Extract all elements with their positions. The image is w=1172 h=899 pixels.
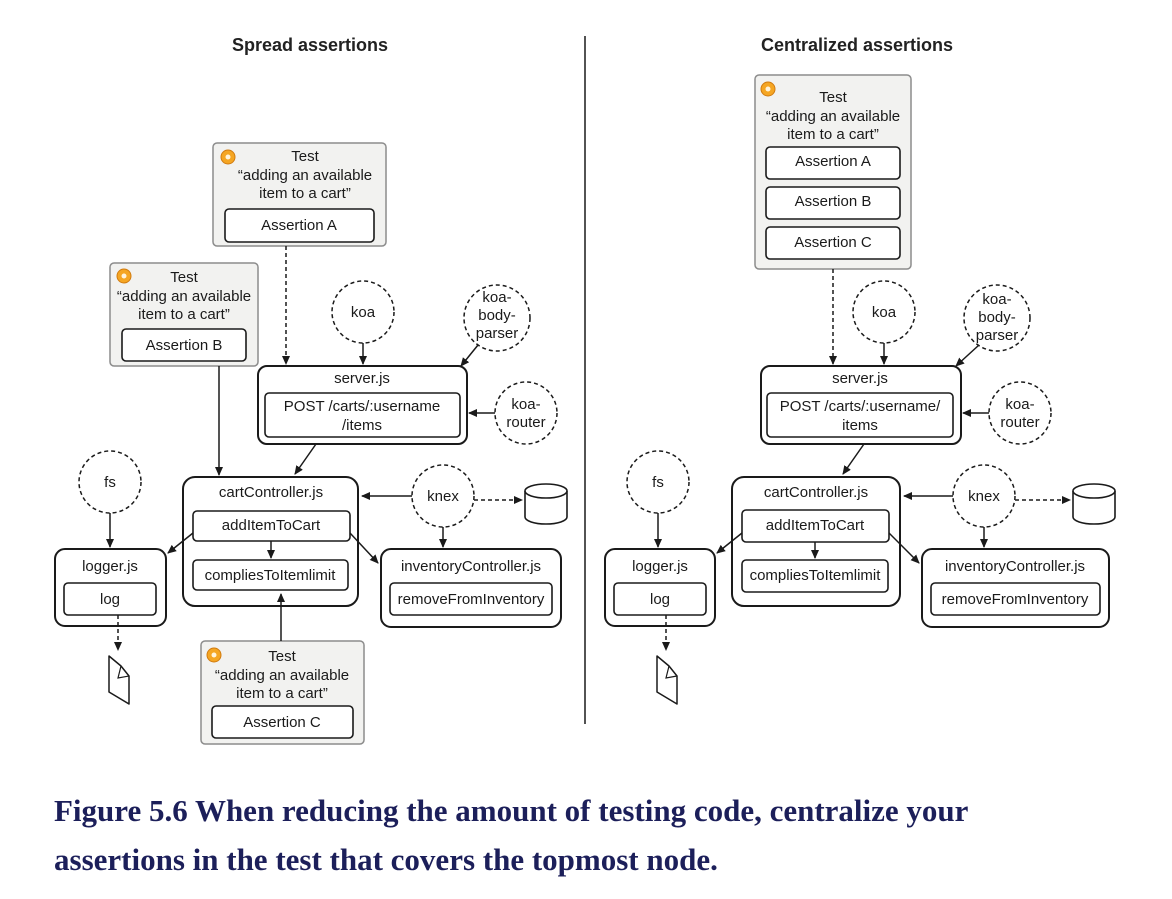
koa-node: koa <box>852 280 916 344</box>
right-edges <box>654 269 1071 651</box>
file-icon <box>656 655 678 705</box>
svg-text:koa-: koa- <box>1005 396 1034 413</box>
svg-text:compliesToItemlimit: compliesToItemlimit <box>205 567 337 584</box>
koa-body-parser-node: koa- body- parser <box>463 284 531 352</box>
assertion-c: Assertion C <box>243 714 321 731</box>
left-title: Spread assertions <box>232 35 388 55</box>
svg-text:router: router <box>506 414 545 431</box>
svg-text:compliesToItemlimit: compliesToItemlimit <box>750 567 882 584</box>
svg-text:koa: koa <box>351 304 376 321</box>
svg-text:POST /carts/:username/: POST /carts/:username/ <box>780 398 941 415</box>
figure-caption: Figure 5.6 When reducing the amount of t… <box>54 786 1134 884</box>
svg-text:item to a cart”: item to a cart” <box>787 126 879 143</box>
svg-text:server.js: server.js <box>334 370 390 387</box>
svg-text:addItemToCart: addItemToCart <box>766 517 865 534</box>
gear-icon <box>206 647 222 663</box>
server-node: server.js POST /carts/:username/ items <box>760 365 962 445</box>
assertion-b: Assertion B <box>146 337 223 354</box>
knex-node: knex <box>411 464 475 528</box>
assertion-b: Assertion B <box>795 193 872 210</box>
svg-text:“adding an available: “adding an available <box>215 667 349 684</box>
database-icon <box>524 483 568 525</box>
fs-node: fs <box>78 450 142 514</box>
svg-text:koa-: koa- <box>482 289 511 306</box>
logger-node: logger.js log <box>54 548 167 627</box>
svg-text:item to a cart”: item to a cart” <box>259 185 351 202</box>
svg-text:POST /carts/:username: POST /carts/:username <box>284 398 440 415</box>
svg-text:removeFromInventory: removeFromInventory <box>398 591 545 608</box>
caption-line-2: assertions in the test that covers the t… <box>54 842 718 877</box>
svg-text:items: items <box>842 417 878 434</box>
test-box-a: Test “adding an available item to a cart… <box>212 142 387 247</box>
svg-text:body-: body- <box>478 307 516 324</box>
koa-body-parser-node: koa- body- parser <box>963 284 1031 352</box>
inventory-controller-node: inventoryController.js removeFromInvento… <box>380 548 562 628</box>
knex-node: knex <box>952 464 1016 528</box>
svg-text:Test: Test <box>170 269 198 286</box>
svg-text:Test: Test <box>268 648 296 665</box>
svg-text:item to a cart”: item to a cart” <box>138 306 230 323</box>
svg-text:/items: /items <box>342 417 382 434</box>
svg-text:koa-: koa- <box>511 396 540 413</box>
svg-text:parser: parser <box>476 325 519 342</box>
file-icon <box>108 655 130 705</box>
database-icon <box>1072 483 1116 525</box>
gear-icon <box>220 149 236 165</box>
test-box-centralized: Test “adding an available item to a cart… <box>754 74 912 270</box>
test-box-c: Test “adding an available item to a cart… <box>200 640 365 745</box>
svg-text:server.js: server.js <box>832 370 888 387</box>
assertion-a: Assertion A <box>261 217 337 234</box>
svg-text:fs: fs <box>104 474 116 491</box>
assertion-a: Assertion A <box>795 153 871 170</box>
gear-icon <box>760 81 776 97</box>
svg-text:inventoryController.js: inventoryController.js <box>401 558 541 575</box>
svg-text:cartController.js: cartController.js <box>219 484 323 501</box>
svg-text:“adding an available: “adding an available <box>117 288 251 305</box>
svg-text:“adding an available: “adding an available <box>766 108 900 125</box>
logger-node: logger.js log <box>604 548 716 627</box>
cart-controller-node: cartController.js addItemToCart complies… <box>731 476 901 607</box>
svg-text:Test: Test <box>291 148 319 165</box>
svg-text:Test: Test <box>819 89 847 106</box>
right-title: Centralized assertions <box>761 35 953 55</box>
server-node: server.js POST /carts/:username /items <box>257 365 468 445</box>
cart-controller-node: cartController.js addItemToCart complies… <box>182 476 359 607</box>
svg-text:log: log <box>650 591 670 608</box>
svg-text:addItemToCart: addItemToCart <box>222 517 321 534</box>
koa-router-node: koa- router <box>494 381 558 445</box>
svg-text:item to a cart”: item to a cart” <box>236 685 328 702</box>
svg-text:fs: fs <box>652 474 664 491</box>
svg-text:parser: parser <box>976 327 1019 344</box>
inventory-controller-node: inventoryController.js removeFromInvento… <box>921 548 1110 628</box>
svg-text:koa: koa <box>872 304 897 321</box>
svg-text:removeFromInventory: removeFromInventory <box>942 591 1089 608</box>
svg-text:router: router <box>1000 414 1039 431</box>
test-box-b: Test “adding an available item to a cart… <box>109 262 259 367</box>
koa-node: koa <box>331 280 395 344</box>
fs-node: fs <box>626 450 690 514</box>
svg-text:inventoryController.js: inventoryController.js <box>945 558 1085 575</box>
left-edges <box>106 246 523 651</box>
svg-text:knex: knex <box>968 488 1000 505</box>
svg-text:body-: body- <box>978 309 1016 326</box>
svg-text:logger.js: logger.js <box>82 558 138 575</box>
svg-text:cartController.js: cartController.js <box>764 484 868 501</box>
svg-text:knex: knex <box>427 488 459 505</box>
svg-text:logger.js: logger.js <box>632 558 688 575</box>
diagram-canvas: Spread assertions Centralized assertions… <box>54 35 1116 745</box>
assertion-c: Assertion C <box>794 234 872 251</box>
svg-text:koa-: koa- <box>982 291 1011 308</box>
gear-icon <box>116 268 132 284</box>
svg-text:“adding an available: “adding an available <box>238 167 372 184</box>
caption-line-1: Figure 5.6 When reducing the amount of t… <box>54 793 969 828</box>
koa-router-node: koa- router <box>988 381 1052 445</box>
svg-text:log: log <box>100 591 120 608</box>
